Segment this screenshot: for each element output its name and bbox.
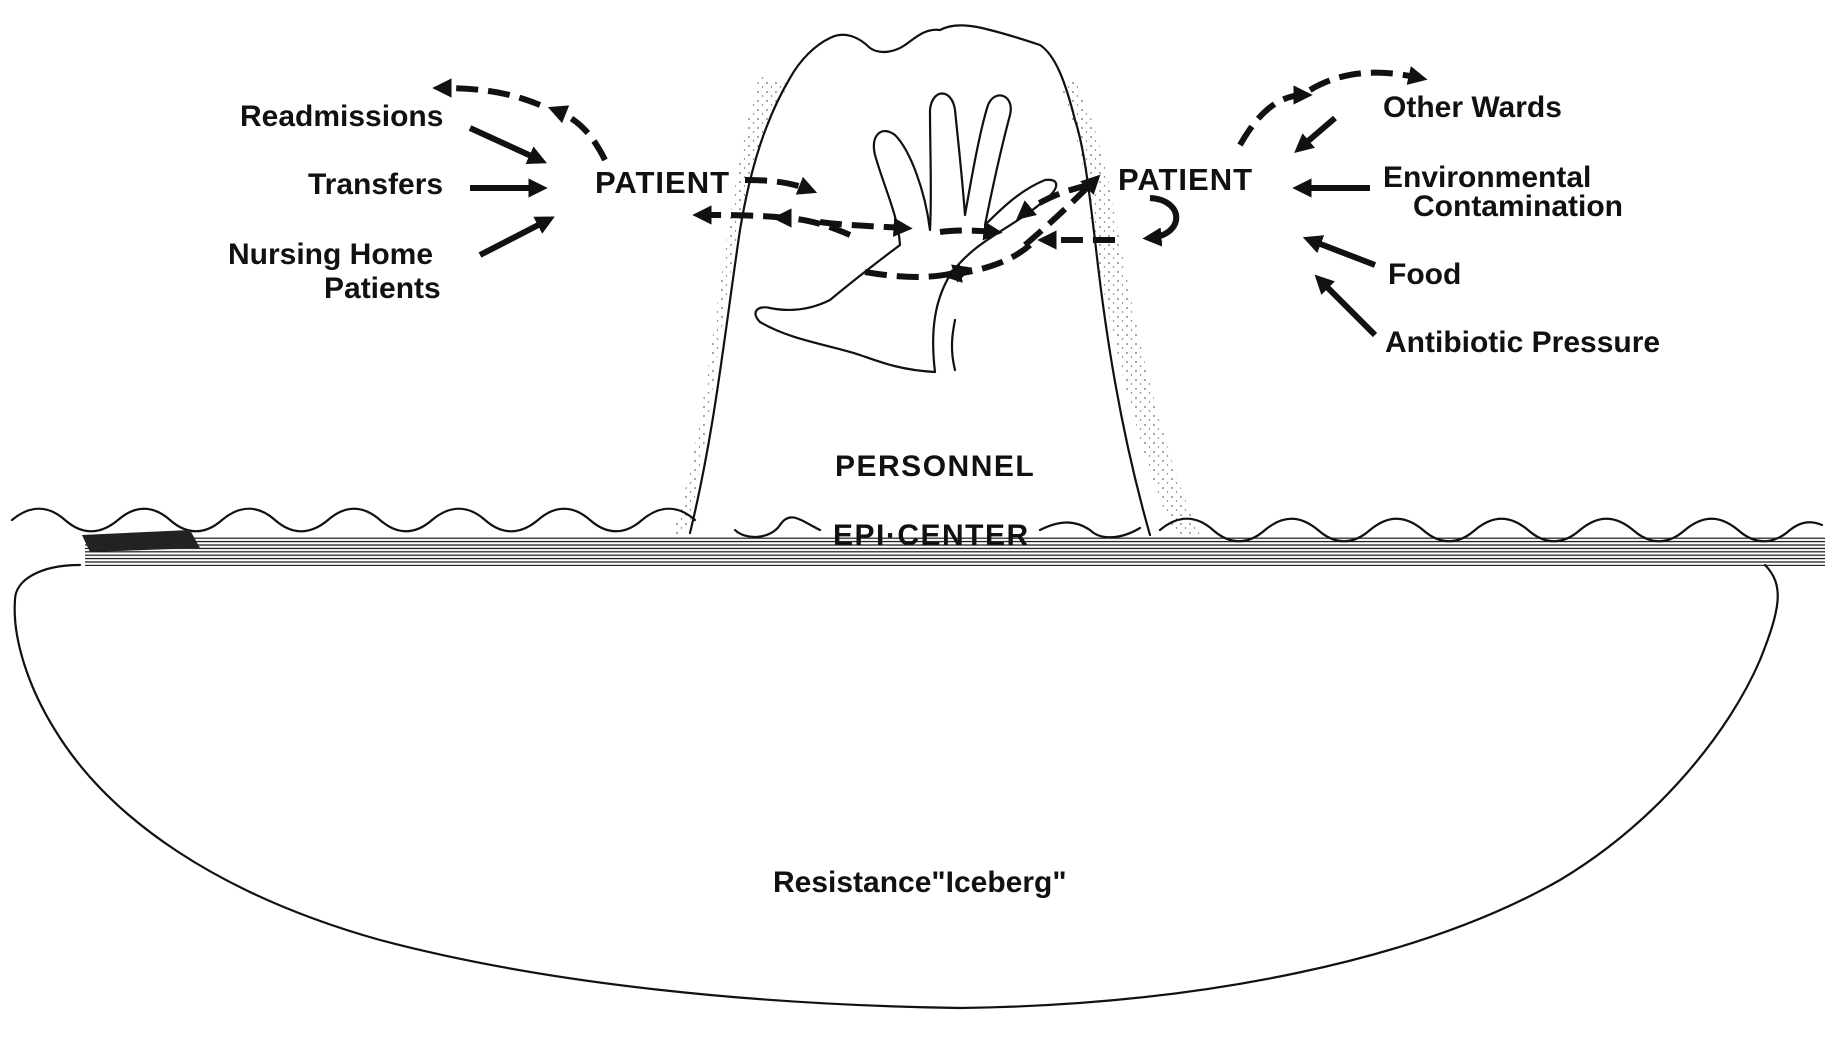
label-personnel: PERSONNEL (835, 450, 1035, 483)
arrow-icon (440, 88, 540, 105)
arrow-icon (1320, 280, 1375, 335)
arrow-icon (1150, 198, 1176, 238)
label-transfers: Transfers (308, 168, 443, 201)
arrow-icon (1310, 240, 1375, 265)
arrow-icon (1300, 118, 1335, 148)
iceberg-body-outline (15, 565, 1778, 1008)
hand-icon (755, 94, 1056, 373)
label-resistance-iceberg: Resistance"Iceberg" (773, 866, 1067, 899)
arrow-icon (745, 180, 810, 190)
label-readmissions: Readmissions (240, 100, 443, 133)
arrow-icon (865, 270, 965, 277)
label-food: Food (1388, 258, 1461, 291)
label-patient-right: PATIENT (1118, 162, 1253, 197)
label-nursing-home-line1: Nursing Home (228, 238, 433, 271)
arrow-icon (1240, 95, 1305, 145)
left-source-arrows (440, 88, 605, 255)
label-other-wards: Other Wards (1383, 91, 1562, 124)
label-nursing-home-line2: Patients (324, 272, 441, 305)
arrow-icon (940, 231, 995, 233)
label-antibiotic-pressure: Antibiotic Pressure (1385, 326, 1660, 359)
arrow-icon (470, 128, 540, 160)
arrow-icon (480, 220, 548, 255)
arrow-icon (1025, 180, 1095, 245)
label-environmental-line2: Contamination (1413, 190, 1623, 223)
arrow-icon (1310, 73, 1420, 90)
label-epicenter: EPI·CENTER (833, 519, 1030, 552)
arrow-icon (700, 215, 785, 218)
arrow-icon (555, 110, 605, 160)
label-patient-left: PATIENT (595, 165, 730, 200)
